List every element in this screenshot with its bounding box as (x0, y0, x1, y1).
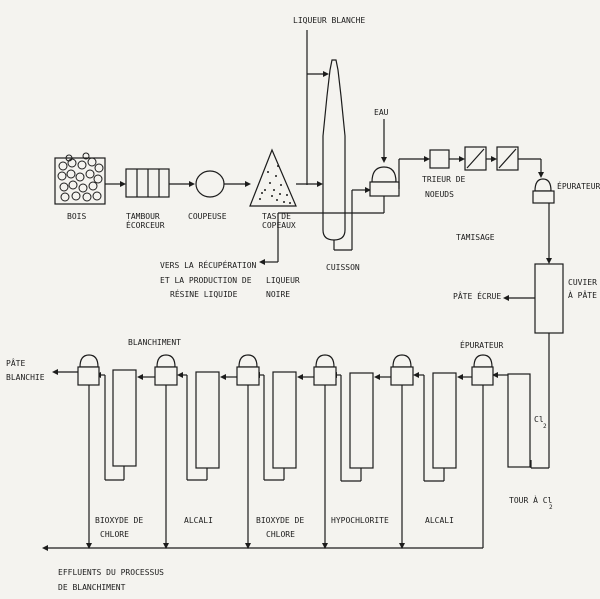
label-cl2: Cl (534, 415, 544, 424)
washer (369, 166, 400, 197)
cleaner-top (532, 178, 555, 204)
label-tas-1: TAS DE (262, 212, 291, 221)
label-cl2-sub: 2 (543, 423, 547, 430)
screen-1 (464, 146, 487, 171)
label-pate-blanchie-1: PÂTE (6, 357, 25, 368)
label-stage-4: HYPOCHLORITE (331, 516, 389, 525)
label-stage-1b: CHLORE (100, 530, 129, 539)
chlorination-tower (507, 373, 531, 468)
label-stage-2: ALCALI (184, 516, 213, 525)
digester (322, 59, 346, 241)
debarking-drum (125, 168, 170, 198)
cleaner-stage-4 (236, 354, 260, 386)
label-epurateur-bottom: ÉPURATEUR (460, 339, 504, 350)
label-recup-3: RÉSINE LIQUIDE (170, 288, 238, 299)
wood-pile (54, 152, 106, 205)
label-recup-2: ET LA PRODUCTION DE (160, 276, 252, 285)
label-recup-1: VERS LA RÉCUPÉRATION (160, 259, 257, 270)
label-bois: BOIS (67, 212, 86, 221)
label-coupeuse: COUPEUSE (188, 212, 227, 221)
label-cuvier-2: À PÂTE (568, 289, 597, 300)
tower-alcali-2 (432, 372, 457, 469)
cleaner-stage-5 (154, 354, 178, 386)
label-cuisson: CUISSON (326, 263, 360, 272)
label-pate-ecrue: PÂTE ÉCRUE (453, 290, 501, 301)
label-pate-blanchie-2: BLANCHIE (6, 373, 45, 382)
screen-2 (496, 146, 519, 171)
label-stage-3b: CHLORE (266, 530, 295, 539)
label-liqueur-blanche: LIQUEUR BLANCHE (293, 16, 365, 25)
label-tamisage: TAMISAGE (456, 233, 495, 242)
cleaner-stage-1 (471, 354, 494, 386)
label-cuvier-1: CUVIER (568, 278, 597, 287)
chip-pile (249, 148, 297, 207)
label-tas-2: COPEAUX (262, 221, 296, 230)
label-tour-cl2: TOUR À Cl (509, 494, 553, 505)
label-effluents-1: EFFLUENTS DU PROCESSUS (58, 568, 164, 577)
label-blanchiment: BLANCHIMENT (128, 338, 181, 347)
tower-hypochlorite (349, 372, 374, 469)
label-stage-5: ALCALI (425, 516, 454, 525)
chipper (195, 170, 225, 198)
cleaner-stage-6 (77, 354, 100, 386)
tower-chlorine-dioxide-2 (272, 371, 297, 469)
label-stage-3a: BIOXYDE DE (256, 516, 304, 525)
knot-screen (429, 149, 450, 169)
label-trieur-1: TRIEUR DE (422, 175, 466, 184)
cleaner-stage-2 (390, 354, 414, 386)
cleaner-stage-3 (313, 354, 337, 386)
label-trieur-2: NOEUDS (425, 190, 454, 199)
label-eau: EAU (374, 108, 389, 117)
label-liqueur-noire-2: NOIRE (266, 290, 290, 299)
label-tour-cl2-sub: 2 (549, 504, 553, 511)
tower-alcali-1 (195, 371, 220, 469)
label-liqueur-noire-1: LIQUEUR (266, 276, 300, 285)
label-tambour-1: TAMBOUR (126, 212, 160, 221)
label-stage-1a: BIOXYDE DE (95, 516, 143, 525)
tower-chlorine-dioxide-1 (112, 369, 137, 467)
stock-chest (534, 263, 564, 334)
label-effluents-2: DE BLANCHIMENT (58, 583, 126, 592)
label-tambour-2: ÉCORCEUR (126, 219, 165, 230)
label-epurateur-top: ÉPURATEUR (557, 180, 600, 191)
